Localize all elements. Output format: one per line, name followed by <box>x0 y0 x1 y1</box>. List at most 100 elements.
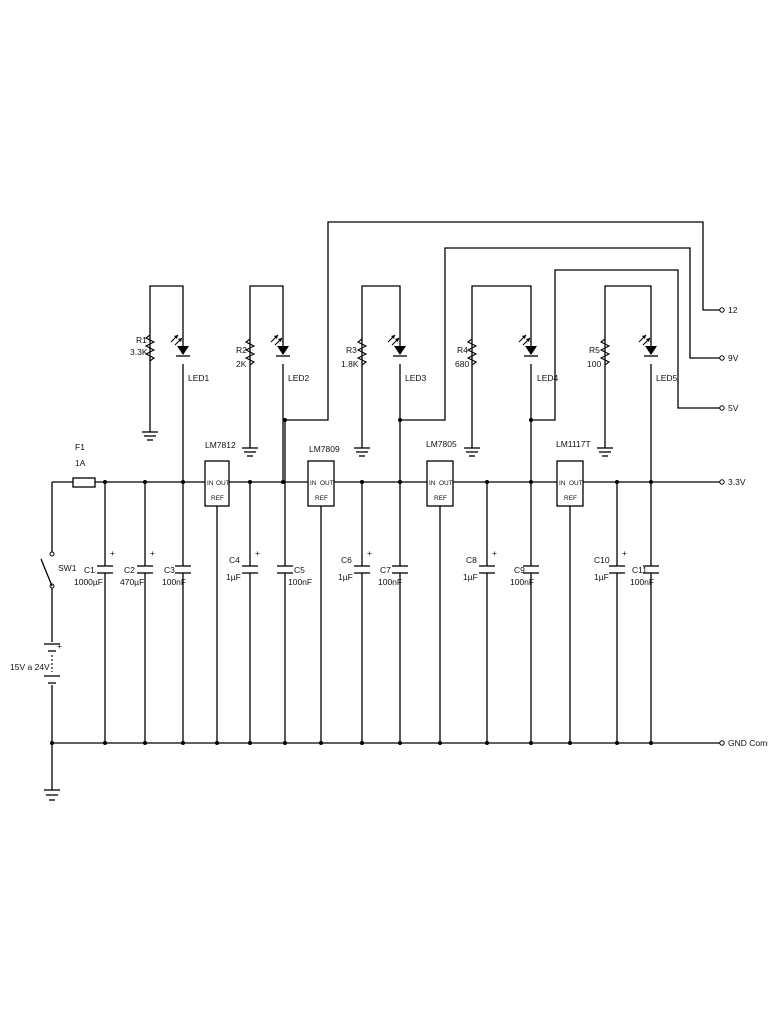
earth-ground-main <box>44 789 60 801</box>
regulator-lm7805: LM7805 IN OUT REF <box>426 439 457 743</box>
svg-text:1µF: 1µF <box>594 572 609 582</box>
svg-text:R4: R4 <box>457 345 468 355</box>
svg-text:1µF: 1µF <box>463 572 478 582</box>
svg-text:OUT: OUT <box>320 480 334 487</box>
capacitor-c3: C3 100nF <box>162 482 191 743</box>
svg-text:+: + <box>110 548 115 558</box>
svg-text:100nF: 100nF <box>630 577 654 587</box>
svg-text:+: + <box>492 548 497 558</box>
svg-text:680: 680 <box>455 359 469 369</box>
svg-text:IN: IN <box>429 480 436 487</box>
capacitor-c7: C7 100nF <box>378 565 408 743</box>
svg-text:F1: F1 <box>75 442 85 452</box>
junction-dots <box>50 418 653 745</box>
svg-text:C7: C7 <box>380 565 391 575</box>
svg-text:C9: C9 <box>514 565 525 575</box>
svg-text:C10: C10 <box>594 555 610 565</box>
svg-text:100: 100 <box>587 359 601 369</box>
svg-text:LM7809: LM7809 <box>309 444 340 454</box>
svg-text:OUT: OUT <box>216 480 230 487</box>
svg-text:1A: 1A <box>75 458 86 468</box>
svg-text:+: + <box>57 641 62 651</box>
svg-text:IN: IN <box>207 480 214 487</box>
svg-text:12: 12 <box>728 305 738 315</box>
svg-text:LED4: LED4 <box>537 373 559 383</box>
capacitor-c8: + C8 1µF <box>463 482 497 743</box>
capacitor-c10: + C10 1µF <box>594 482 627 743</box>
svg-text:REF: REF <box>211 495 224 502</box>
wire-9v-out <box>400 247 720 421</box>
svg-text:+: + <box>622 548 627 558</box>
svg-text:GND Comun: GND Comun <box>728 738 768 748</box>
svg-text:LM1117T: LM1117T <box>556 439 591 449</box>
svg-text:R5: R5 <box>589 345 600 355</box>
svg-text:3.3V: 3.3V <box>728 477 746 487</box>
regulator-lm7812: LM7812 IN OUT REF <box>204 440 236 743</box>
regulator-lm1117t: LM1117T IN OUT REF <box>556 439 591 743</box>
terminal-gnd: GND Comun <box>719 738 768 748</box>
svg-text:R3: R3 <box>346 345 357 355</box>
capacitor-c4: + C4 1µF <box>226 482 260 743</box>
svg-text:LED1: LED1 <box>188 373 210 383</box>
svg-text:100nF: 100nF <box>378 577 402 587</box>
svg-text:LED3: LED3 <box>405 373 427 383</box>
svg-text:R2: R2 <box>236 345 247 355</box>
svg-text:C3: C3 <box>164 565 175 575</box>
svg-text:3.3K: 3.3K <box>130 347 148 357</box>
svg-text:1000µF: 1000µF <box>74 577 103 587</box>
svg-text:C6: C6 <box>341 555 352 565</box>
svg-text:LM7805: LM7805 <box>426 439 457 449</box>
svg-text:C4: C4 <box>229 555 240 565</box>
capacitor-c1: + C1 1000µF <box>74 482 115 743</box>
svg-text:1µF: 1µF <box>338 572 353 582</box>
svg-text:100nF: 100nF <box>510 577 534 587</box>
capacitor-c6: + C6 1µF <box>338 482 372 743</box>
svg-text:470µF: 470µF <box>120 577 144 587</box>
svg-text:OUT: OUT <box>569 480 583 487</box>
led-branch-1: R1 3.3K LED1 <box>130 285 210 482</box>
svg-text:REF: REF <box>434 495 447 502</box>
terminal-9v: 9V <box>719 353 739 363</box>
svg-text:1µF: 1µF <box>226 572 241 582</box>
svg-text:5V: 5V <box>728 403 739 413</box>
capacitor-c2: + C2 470µF <box>120 482 155 743</box>
wire-5v-out <box>531 269 720 421</box>
terminal-12v: 12 <box>719 305 738 315</box>
wire-12v-out <box>285 221 720 421</box>
svg-text:15V a 24V: 15V a 24V <box>10 662 50 672</box>
svg-text:SW1: SW1 <box>58 563 77 573</box>
terminal-3v3: 3.3V <box>719 477 746 487</box>
svg-text:IN: IN <box>310 480 317 487</box>
svg-text:C5: C5 <box>294 565 305 575</box>
svg-text:C8: C8 <box>466 555 477 565</box>
battery: + 15V a 24V <box>10 641 62 684</box>
terminal-5v: 5V <box>719 403 739 413</box>
capacitor-c11: C11 100nF <box>630 565 659 743</box>
svg-text:REF: REF <box>564 495 577 502</box>
svg-text:LED2: LED2 <box>288 373 310 383</box>
svg-text:100nF: 100nF <box>288 577 312 587</box>
capacitor-c5: C5 100nF <box>277 565 312 743</box>
svg-text:LED5: LED5 <box>656 373 678 383</box>
svg-text:9V: 9V <box>728 353 739 363</box>
svg-text:+: + <box>367 548 372 558</box>
svg-text:+: + <box>150 548 155 558</box>
svg-text:IN: IN <box>559 480 566 487</box>
svg-text:R1: R1 <box>136 335 147 345</box>
svg-text:OUT: OUT <box>439 480 453 487</box>
led-branch-4: R4 680 LED4 <box>455 285 559 566</box>
fuse-f1: F1 1A <box>72 442 96 488</box>
svg-text:REF: REF <box>315 495 328 502</box>
capacitor-c9: C9 100nF <box>510 565 539 743</box>
svg-text:C1: C1 <box>84 565 95 575</box>
svg-text:+: + <box>255 548 260 558</box>
svg-text:C2: C2 <box>124 565 135 575</box>
svg-text:1.8K: 1.8K <box>341 359 359 369</box>
led-branch-5: R5 100 LED5 <box>587 285 678 566</box>
switch-sw1: SW1 <box>40 551 77 589</box>
svg-text:C11: C11 <box>632 565 647 575</box>
svg-text:100nF: 100nF <box>162 577 186 587</box>
svg-text:2K: 2K <box>236 359 247 369</box>
led-branch-2: R2 2K LED2 <box>236 285 310 482</box>
